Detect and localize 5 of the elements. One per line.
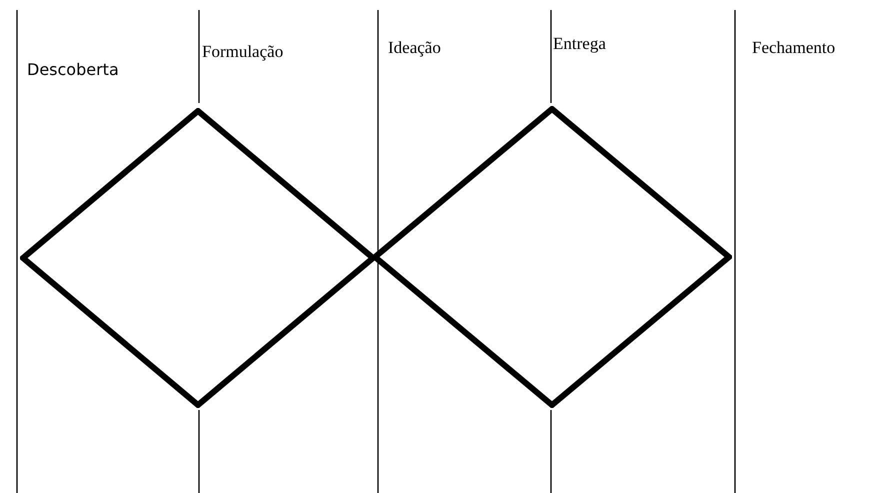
phase-label: Fechamento xyxy=(752,38,836,58)
phase-label: Entrega xyxy=(553,34,606,54)
phase-label: Ideação xyxy=(388,38,441,58)
phase-label: Descoberta xyxy=(27,60,119,79)
phase-label: Formulação xyxy=(202,42,284,62)
